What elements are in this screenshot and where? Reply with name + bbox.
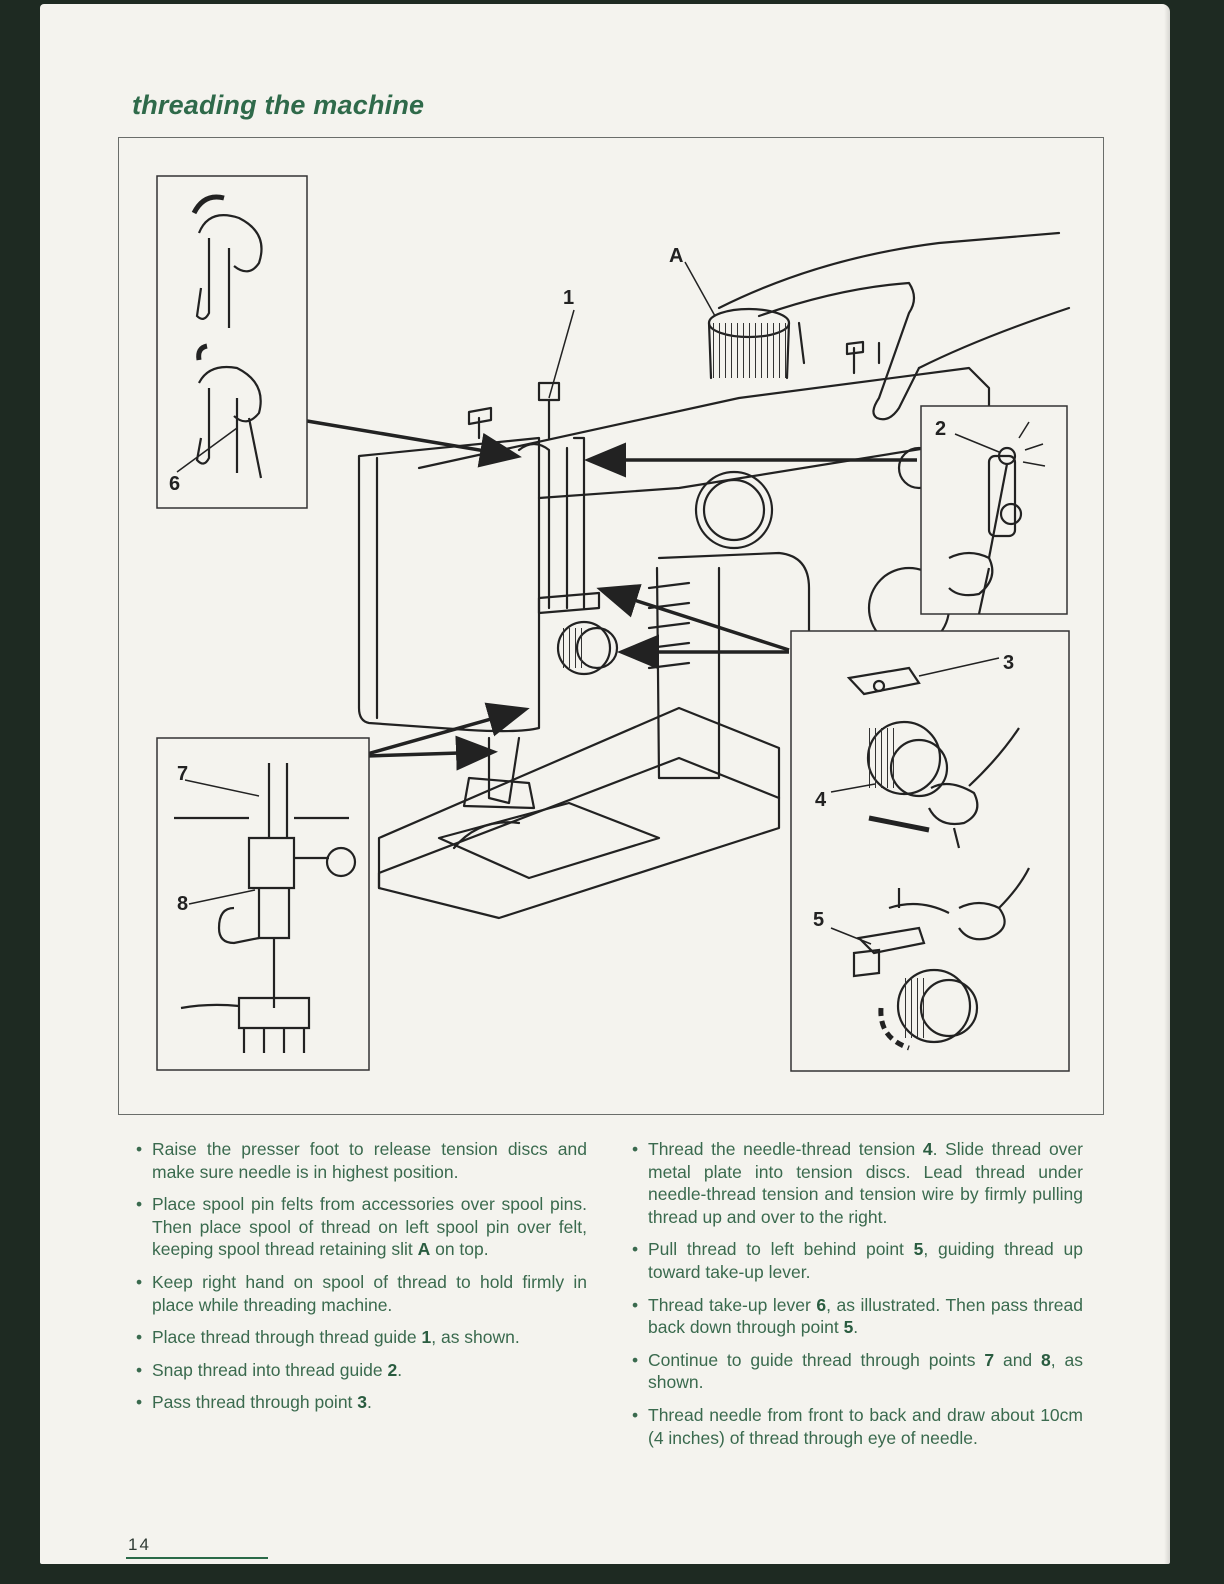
instruction-item: Thread take-up lever 6, as illustrated. …: [628, 1294, 1083, 1339]
label-8: 8: [177, 893, 188, 915]
label-6: 6: [169, 473, 180, 495]
instruction-item: Keep right hand on spool of thread to ho…: [132, 1271, 587, 1316]
label-2: 2: [935, 418, 946, 440]
label-4: 4: [815, 789, 827, 811]
label-3: 3: [1003, 652, 1014, 674]
page-title: threading the machine: [132, 90, 425, 120]
threading-illustration: A 1 2 3 4 5 6 7 8: [118, 137, 1104, 1115]
instruction-item: Raise the presser foot to release tensio…: [132, 1138, 587, 1183]
sewing-machine-drawing: A 1 2 3 4 5 6 7 8: [156, 175, 1071, 1072]
footer-rule: [126, 1557, 268, 1559]
instruction-item: Place spool pin felts from accessories o…: [132, 1193, 587, 1261]
instruction-item: Snap thread into thread guide 2.: [132, 1359, 587, 1382]
label-1: 1: [563, 287, 574, 309]
instruction-item: Pass thread through point 3.: [132, 1391, 587, 1414]
page-number: 14: [128, 1535, 151, 1554]
page-edge-shadow: [1164, 4, 1170, 1564]
label-A: A: [669, 245, 683, 267]
instruction-item: Thread the needle-thread tension 4. Slid…: [628, 1138, 1083, 1228]
manual-page: threading the machine: [40, 4, 1170, 1564]
instructions-left-column: Raise the presser foot to release tensio…: [132, 1138, 587, 1424]
label-5: 5: [813, 909, 824, 931]
instruction-item: Thread needle from front to back and dra…: [628, 1404, 1083, 1449]
instruction-item: Pull thread to left behind point 5, guid…: [628, 1238, 1083, 1283]
instructions-right-column: Thread the needle-thread tension 4. Slid…: [628, 1138, 1083, 1459]
label-7: 7: [177, 763, 188, 785]
instruction-item: Place thread through thread guide 1, as …: [132, 1326, 587, 1349]
instruction-item: Continue to guide thread through points …: [628, 1349, 1083, 1394]
